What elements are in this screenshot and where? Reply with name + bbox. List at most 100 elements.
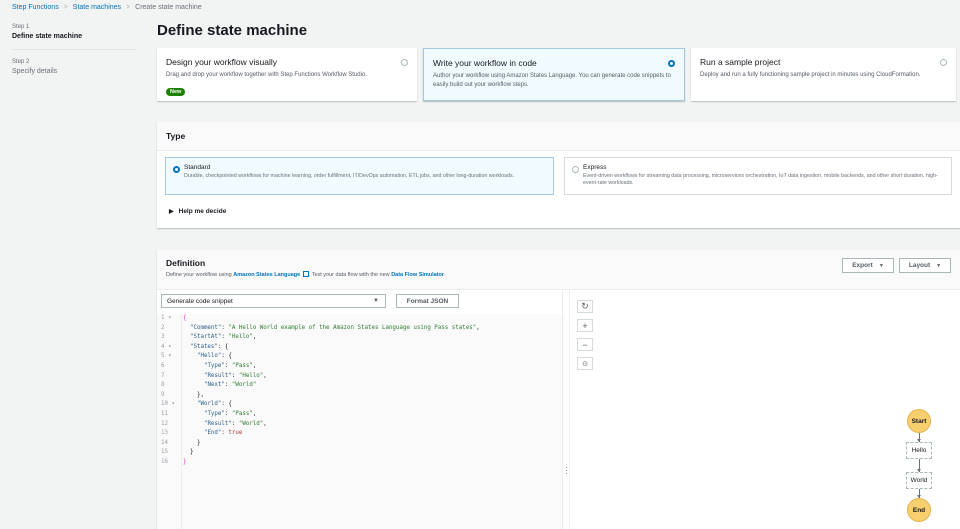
breadcrumb-state-machines[interactable]: State machines bbox=[72, 4, 122, 11]
definition-description: Define your workflow using Amazon States… bbox=[166, 271, 951, 278]
code-line: 14 } bbox=[157, 439, 562, 449]
tile-sample-project[interactable]: Run a sample project Deploy and run a fu… bbox=[691, 48, 956, 101]
help-me-decide-expander[interactable]: ▶ Help me decide bbox=[169, 208, 226, 215]
arrow-icon bbox=[917, 439, 921, 442]
tile-design-visually[interactable]: Design your workflow visually Drag and d… bbox=[157, 48, 417, 101]
pane-resize-handle[interactable]: ··· bbox=[562, 290, 570, 529]
chevron-right-icon: > bbox=[63, 4, 68, 11]
code-text: "Next": "World" bbox=[203, 382, 257, 389]
code-text: { bbox=[183, 315, 187, 321]
code-text: "States": { bbox=[189, 343, 229, 350]
code-text: "Result": "World", bbox=[203, 420, 267, 427]
graph-node-end[interactable]: End bbox=[907, 498, 931, 522]
center-icon[interactable]: ⊙ bbox=[577, 357, 593, 370]
code-text: "World": { bbox=[196, 401, 232, 408]
line-gutter bbox=[157, 314, 182, 529]
line-number: 4 ▾ bbox=[161, 343, 172, 350]
line-number: 3 bbox=[161, 334, 165, 341]
code-editor[interactable]: 1 ▾ {2 "Comment": "A Hello World example … bbox=[157, 314, 562, 529]
wizard-step-2: Step 2 Specify details bbox=[12, 59, 137, 75]
breadcrumb-step-functions[interactable]: Step Functions bbox=[12, 4, 59, 11]
caret-down-icon: ▼ bbox=[373, 298, 379, 304]
desc-text: . Test your data flow with the new bbox=[308, 272, 392, 278]
chevron-right-icon: > bbox=[126, 4, 131, 11]
graph-node-hello[interactable]: Hello bbox=[906, 442, 932, 459]
code-line: 8 "Next": "World" bbox=[157, 381, 562, 391]
line-number: 12 bbox=[161, 420, 168, 427]
refresh-icon[interactable]: ↻ bbox=[577, 300, 593, 313]
select-value: Generate code snippet bbox=[167, 298, 233, 305]
data-flow-simulator-link[interactable]: Data Flow Simulator bbox=[391, 272, 445, 278]
type-panel: Type Standard Durable, checkpointed work… bbox=[157, 122, 960, 228]
code-line: 6 "Type": "Pass", bbox=[157, 362, 562, 372]
code-text: "End": true bbox=[203, 430, 243, 437]
arrow-icon bbox=[917, 495, 921, 498]
line-number: 2 bbox=[161, 324, 165, 331]
code-line: 16} bbox=[157, 458, 562, 468]
divider bbox=[12, 49, 137, 50]
help-label: Help me decide bbox=[178, 208, 227, 215]
code-text: }, bbox=[183, 391, 204, 398]
code-text: } bbox=[183, 458, 187, 465]
radio-button[interactable] bbox=[940, 59, 947, 66]
tile-description: Author your workflow using Amazon States… bbox=[433, 73, 671, 88]
option-description: Event-driven workflows for streaming dat… bbox=[583, 173, 938, 186]
code-text: } bbox=[183, 449, 194, 456]
arrow-icon bbox=[917, 469, 921, 472]
editor-toolbar: Generate code snippet ▼ Format JSON bbox=[161, 294, 459, 308]
generate-snippet-select[interactable]: Generate code snippet ▼ bbox=[161, 294, 386, 308]
code-line: 4 ▾ "States": { bbox=[157, 343, 562, 353]
desc-text: Define your workflow using bbox=[166, 272, 234, 278]
page-title: Define state machine bbox=[157, 22, 308, 39]
type-option-standard[interactable]: Standard Durable, checkpointed workflows… bbox=[165, 157, 554, 195]
code-line: 1 ▾ { bbox=[157, 314, 562, 324]
line-number: 15 bbox=[161, 449, 168, 456]
radio-button[interactable] bbox=[572, 166, 579, 173]
code-text: "Comment": "A Hello World example of the… bbox=[189, 324, 480, 331]
wizard-step-1[interactable]: Step 1 Define state machine bbox=[12, 24, 137, 40]
step-label: Step 2 bbox=[12, 59, 30, 65]
definition-title: Definition bbox=[166, 258, 206, 268]
graph-node-start[interactable]: Start bbox=[907, 409, 931, 433]
tile-description: Drag and drop your workflow together wit… bbox=[166, 72, 367, 78]
graph-node-world[interactable]: World bbox=[906, 472, 932, 489]
definition-header: Definition Define your workflow using Am… bbox=[157, 250, 960, 290]
tile-write-in-code[interactable]: Write your workflow in code Author your … bbox=[423, 48, 685, 101]
asl-link[interactable]: Amazon States Language bbox=[233, 272, 301, 278]
step-title: Specify details bbox=[12, 68, 58, 75]
step-label: Step 1 bbox=[12, 24, 30, 30]
tile-title: Run a sample project bbox=[700, 57, 781, 67]
workflow-graph: ↻ + − ⊙ Start Hello World End bbox=[570, 290, 960, 529]
caret-down-icon: ▼ bbox=[878, 262, 884, 269]
button-label: Layout bbox=[908, 262, 931, 269]
radio-button-checked[interactable] bbox=[668, 60, 675, 67]
step-title: Define state machine bbox=[12, 33, 83, 40]
graph-edge bbox=[919, 489, 920, 498]
zoom-out-icon[interactable]: − bbox=[577, 338, 593, 351]
caret-right-icon: ▶ bbox=[169, 209, 174, 215]
code-line: 5 ▾ "Hello": { bbox=[157, 352, 562, 362]
code-line: 13 "End": true bbox=[157, 429, 562, 439]
code-line: 10 ▾ "World": { bbox=[157, 400, 562, 410]
drag-handle-icon: ··· bbox=[565, 463, 568, 478]
code-text: "Type": "Pass", bbox=[203, 362, 257, 369]
export-button[interactable]: Export ▼ bbox=[842, 258, 894, 273]
code-lines: 1 ▾ {2 "Comment": "A Hello World example … bbox=[157, 314, 562, 468]
code-line: 9 }, bbox=[157, 391, 562, 401]
new-badge: New bbox=[166, 88, 186, 96]
radio-button[interactable] bbox=[401, 59, 408, 66]
code-text: "Result": "Hello", bbox=[203, 372, 267, 379]
option-description: Durable, checkpointed workflows for mach… bbox=[184, 173, 515, 179]
tile-title: Write your workflow in code bbox=[433, 58, 537, 68]
zoom-in-icon[interactable]: + bbox=[577, 319, 593, 332]
line-number: 11 bbox=[161, 410, 168, 417]
format-json-button[interactable]: Format JSON bbox=[396, 294, 459, 308]
layout-button[interactable]: Layout ▼ bbox=[899, 258, 951, 273]
type-option-express[interactable]: Express Event-driven workflows for strea… bbox=[564, 157, 952, 195]
line-number: 1 ▾ bbox=[161, 315, 172, 321]
line-number: 5 ▾ bbox=[161, 353, 172, 360]
wizard-steps: Step 1 Define state machine Step 2 Speci… bbox=[12, 24, 137, 75]
line-number: 16 bbox=[161, 458, 168, 465]
code-text: "StartAt": "Hello", bbox=[189, 334, 257, 341]
radio-button-checked[interactable] bbox=[173, 166, 180, 173]
